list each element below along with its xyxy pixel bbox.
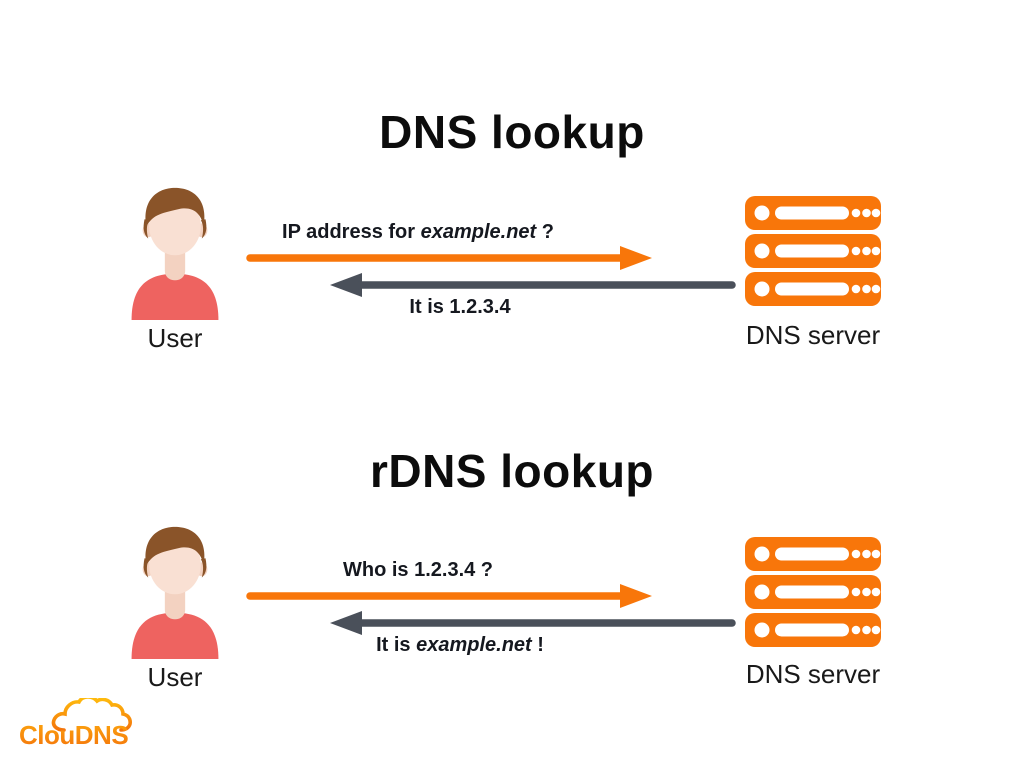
response-arrow-icon bbox=[330, 611, 736, 635]
user-label: User bbox=[147, 323, 203, 353]
response-arrow-icon bbox=[330, 273, 736, 297]
cloud-icon bbox=[51, 698, 132, 732]
request-message: Who is 1.2.3.4 ? bbox=[342, 559, 494, 581]
user-avatar-icon bbox=[131, 187, 219, 320]
dns-server-label: DNS server bbox=[745, 320, 881, 350]
request-arrow-icon bbox=[246, 246, 652, 270]
user-avatar-icon bbox=[131, 526, 219, 659]
dns-server-label: DNS server bbox=[745, 659, 881, 689]
dns-server-icon bbox=[745, 537, 881, 647]
rdns-lookup-title: rDNS lookup bbox=[369, 444, 655, 497]
dns-server-icon bbox=[745, 196, 881, 306]
logo-text: ClouDNS bbox=[19, 720, 128, 750]
cloudns-logo: ClouDNS bbox=[19, 698, 132, 750]
dns-lookup-title: DNS lookup bbox=[379, 105, 645, 158]
response-message: It is 1.2.3.4 bbox=[409, 296, 511, 318]
user-label: User bbox=[147, 662, 203, 692]
request-message: IP address for example.net ? bbox=[282, 221, 554, 243]
request-arrow-icon bbox=[246, 584, 652, 608]
response-message: It is example.net ! bbox=[376, 634, 544, 656]
